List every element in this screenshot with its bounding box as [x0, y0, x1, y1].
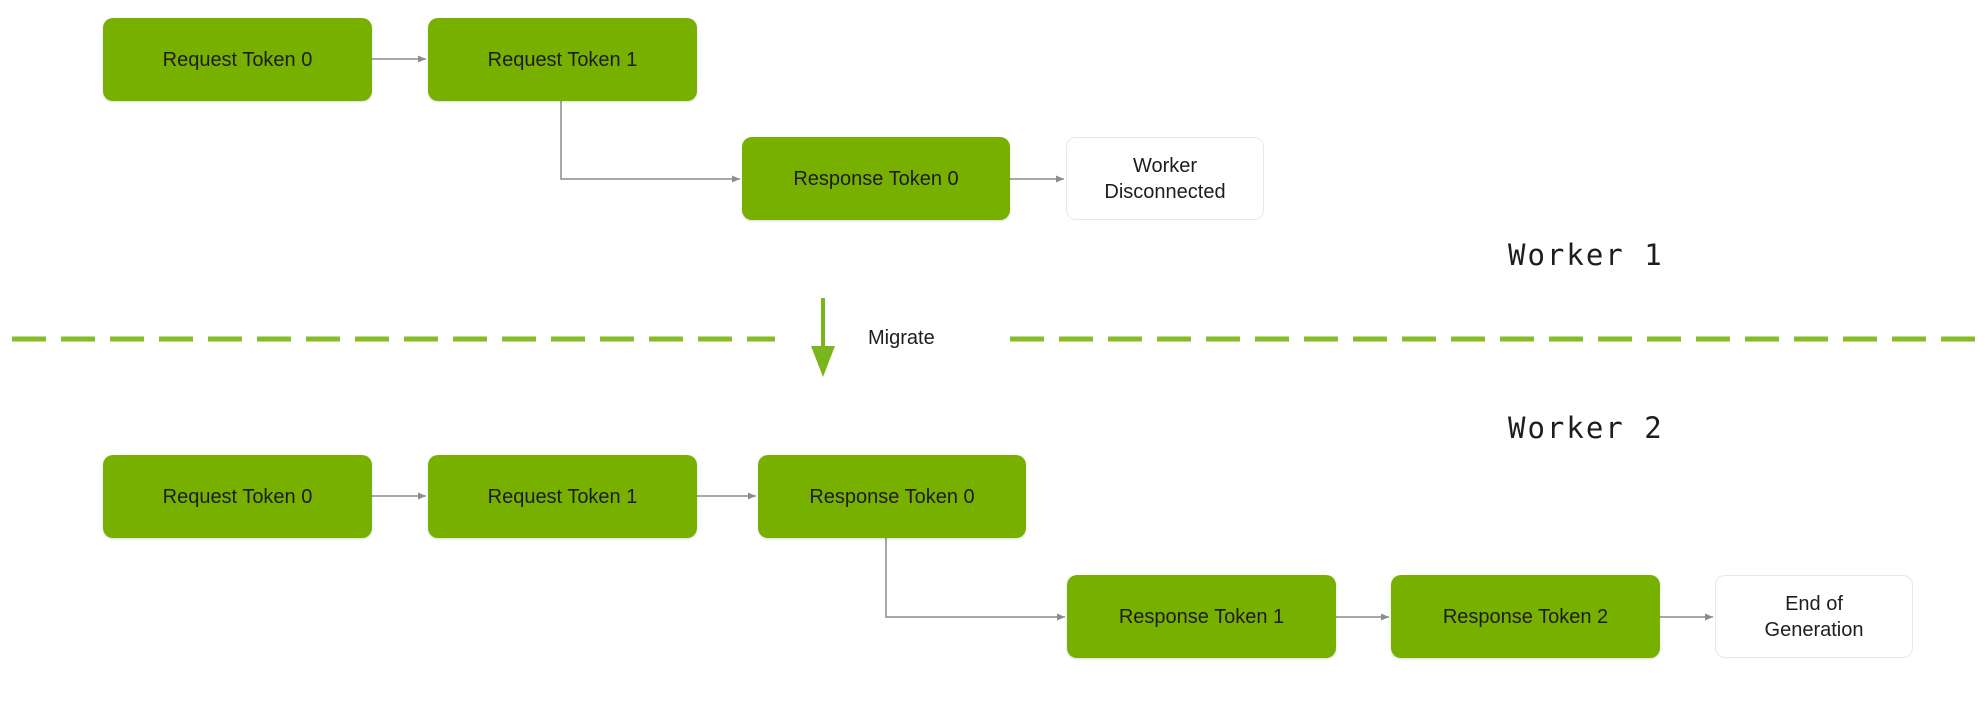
connector-w2-resp0-resp1: [885, 538, 1065, 621]
migrate-arrow-head: [811, 346, 835, 377]
w1-response-token-0: Response Token 0: [742, 137, 1010, 220]
w2-response-token-2: Response Token 2: [1391, 575, 1660, 658]
worker-2-label: Worker 2: [1508, 411, 1664, 445]
connector-w1-req1-resp0: [560, 101, 740, 183]
w2-request-token-1-label: Request Token 1: [487, 485, 638, 508]
w1-request-token-1-label: Request Token 1: [487, 48, 638, 71]
w1-request-token-1: Request Token 1: [428, 18, 697, 101]
w2-end-of-generation: End of Generation: [1715, 575, 1913, 658]
worker-1-label: Worker 1: [1508, 238, 1664, 272]
w1-request-token-0: Request Token 0: [103, 18, 372, 101]
w2-request-token-1: Request Token 1: [428, 455, 697, 538]
w2-request-token-0-label: Request Token 0: [162, 485, 313, 508]
w2-end-of-generation-label: End of Generation: [1764, 592, 1864, 641]
w1-worker-disconnected-label: Worker Disconnected: [1104, 154, 1226, 203]
migrate-label: Migrate: [868, 327, 935, 349]
w2-response-token-0-label: Response Token 0: [809, 485, 975, 508]
w2-response-token-0: Response Token 0: [758, 455, 1026, 538]
w1-worker-disconnected: Worker Disconnected: [1066, 137, 1264, 220]
w2-request-token-0: Request Token 0: [103, 455, 372, 538]
w1-request-token-0-label: Request Token 0: [162, 48, 313, 71]
w2-response-token-2-label: Response Token 2: [1442, 605, 1609, 628]
w1-response-token-0-label: Response Token 0: [793, 167, 959, 190]
w2-response-token-1: Response Token 1: [1067, 575, 1336, 658]
w2-response-token-1-label: Response Token 1: [1118, 605, 1285, 628]
